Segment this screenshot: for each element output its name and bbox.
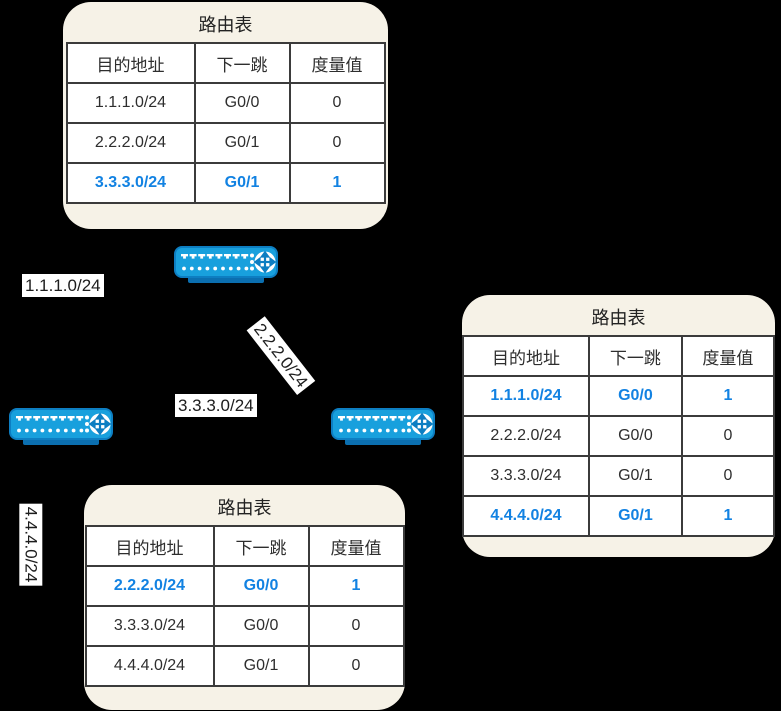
cell-metric: 1 — [680, 495, 776, 537]
table-row: 2.2.2.0/24 G0/1 0 — [65, 122, 386, 164]
header-next-hop: 下一跳 — [588, 335, 683, 377]
network-label-3: 3.3.3.0/24 — [175, 394, 257, 417]
cell-destination: 4.4.4.0/24 — [462, 495, 590, 537]
cell-next-hop: G0/1 — [193, 122, 291, 164]
table-header-row: 目的地址 下一跳 度量值 — [84, 525, 405, 567]
cell-metric: 0 — [680, 455, 776, 497]
cell-metric: 1 — [307, 565, 405, 607]
table-row: 1.1.1.0/24 G0/0 1 — [462, 375, 776, 417]
cell-destination: 1.1.1.0/24 — [462, 375, 590, 417]
routing-table-r1: 目的地址 下一跳 度量值 1.1.1.0/24 G0/0 0 2.2.2.0/2… — [65, 42, 386, 204]
cell-next-hop: G0/1 — [588, 455, 683, 497]
table-row: 4.4.4.0/24 G0/1 0 — [84, 645, 405, 687]
table-row: 2.2.2.0/24 G0/0 1 — [84, 565, 405, 607]
table-header-row: 目的地址 下一跳 度量值 — [65, 42, 386, 84]
table-row: 4.4.4.0/24 G0/1 1 — [462, 495, 776, 537]
panel-title: 路由表 — [591, 308, 646, 328]
cell-metric: 1 — [680, 375, 776, 417]
cell-metric: 0 — [288, 122, 386, 164]
router-icon — [331, 408, 435, 445]
routing-table-panel-r3: 路由表 目的地址 下一跳 度量值 2.2.2.0/24 G0/0 1 3.3.3… — [84, 485, 405, 710]
cell-next-hop: G0/1 — [193, 162, 291, 204]
panel-title: 路由表 — [198, 15, 253, 35]
cell-next-hop: G0/0 — [588, 415, 683, 457]
table-header-row: 目的地址 下一跳 度量值 — [462, 335, 776, 377]
table-row: 3.3.3.0/24 G0/0 0 — [84, 605, 405, 647]
cell-destination: 3.3.3.0/24 — [84, 605, 215, 647]
header-metric: 度量值 — [680, 335, 776, 377]
table-row: 3.3.3.0/24 G0/1 0 — [462, 455, 776, 497]
header-next-hop: 下一跳 — [212, 525, 310, 567]
cell-destination: 1.1.1.0/24 — [65, 82, 196, 124]
cell-destination: 3.3.3.0/24 — [65, 162, 196, 204]
cell-next-hop: G0/0 — [212, 565, 310, 607]
network-label-2: 2.2.2.0/24 — [246, 316, 316, 395]
routing-table-panel-r2: 路由表 目的地址 下一跳 度量值 1.1.1.0/24 G0/0 1 2.2.2… — [462, 295, 776, 557]
cell-destination: 2.2.2.0/24 — [84, 565, 215, 607]
router-icon — [174, 246, 278, 283]
cell-metric: 1 — [288, 162, 386, 204]
routing-table-r2: 目的地址 下一跳 度量值 1.1.1.0/24 G0/0 1 2.2.2.0/2… — [462, 335, 776, 537]
cell-metric: 0 — [307, 605, 405, 647]
cell-destination: 3.3.3.0/24 — [462, 455, 590, 497]
cell-metric: 0 — [680, 415, 776, 457]
header-metric: 度量值 — [288, 42, 386, 84]
cell-next-hop: G0/1 — [588, 495, 683, 537]
cell-destination: 2.2.2.0/24 — [462, 415, 590, 457]
cell-metric: 0 — [288, 82, 386, 124]
router-icon — [9, 408, 113, 445]
table-row: 3.3.3.0/24 G0/1 1 — [65, 162, 386, 204]
cell-destination: 4.4.4.0/24 — [84, 645, 215, 687]
cell-destination: 2.2.2.0/24 — [65, 122, 196, 164]
cell-next-hop: G0/0 — [193, 82, 291, 124]
routing-table-panel-r1: 路由表 目的地址 下一跳 度量值 1.1.1.0/24 G0/0 0 2.2.2… — [63, 2, 388, 229]
cell-next-hop: G0/0 — [588, 375, 683, 417]
header-metric: 度量值 — [307, 525, 405, 567]
cell-metric: 0 — [307, 645, 405, 687]
header-destination: 目的地址 — [84, 525, 215, 567]
cell-next-hop: G0/1 — [212, 645, 310, 687]
cell-next-hop: G0/0 — [212, 605, 310, 647]
network-label-4: 4.4.4.0/24 — [19, 503, 43, 586]
header-destination: 目的地址 — [462, 335, 590, 377]
panel-title: 路由表 — [217, 498, 272, 518]
network-label-1: 1.1.1.0/24 — [22, 274, 104, 297]
header-destination: 目的地址 — [65, 42, 196, 84]
table-row: 1.1.1.0/24 G0/0 0 — [65, 82, 386, 124]
routing-table-r3: 目的地址 下一跳 度量值 2.2.2.0/24 G0/0 1 3.3.3.0/2… — [84, 525, 405, 687]
table-row: 2.2.2.0/24 G0/0 0 — [462, 415, 776, 457]
header-next-hop: 下一跳 — [193, 42, 291, 84]
